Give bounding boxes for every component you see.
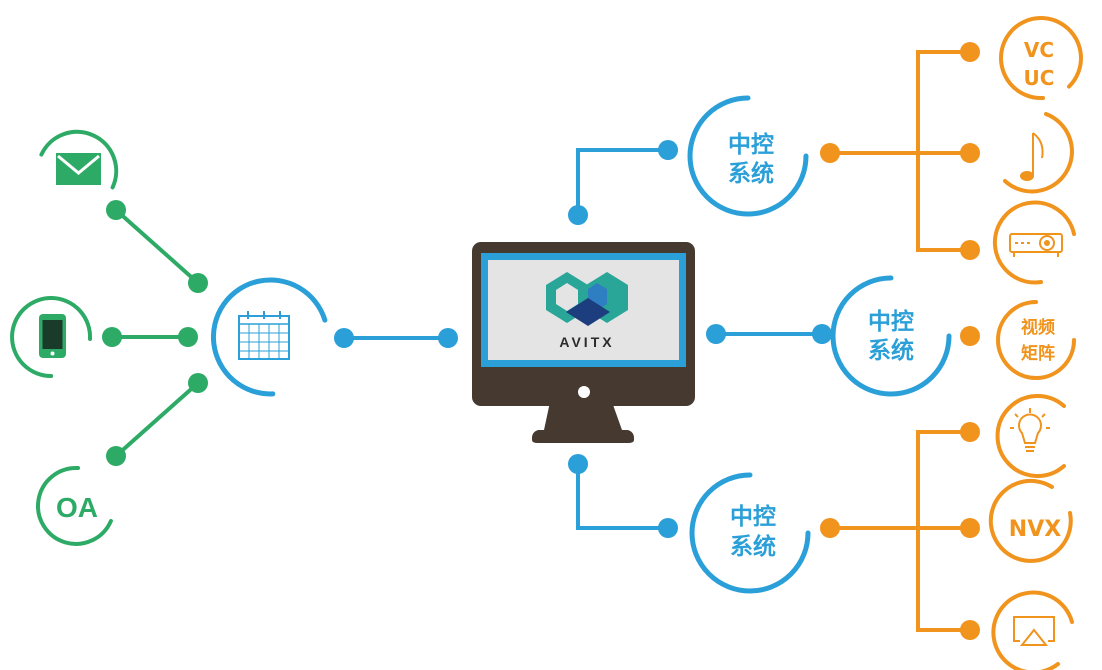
projector-node[interactable] — [992, 200, 1076, 285]
nvx-node[interactable]: NVX — [988, 478, 1073, 563]
vcuc-line1: VC — [1024, 38, 1054, 62]
nvx-label: NVX — [1009, 517, 1061, 542]
controller-top[interactable]: 中控 系统 — [687, 95, 809, 217]
airplay-icon — [1013, 616, 1055, 646]
smartphone-icon — [39, 314, 66, 358]
projector-icon — [1009, 233, 1063, 257]
phone-node[interactable] — [10, 296, 93, 378]
calendar-hub[interactable] — [210, 277, 328, 397]
controller-bottom-line2: 系统 — [730, 533, 776, 560]
controller-top-line2: 系统 — [728, 160, 774, 187]
left-connector-dots — [102, 200, 208, 466]
video-matrix-line1: 视频 — [1021, 317, 1055, 338]
audio-node[interactable] — [1003, 112, 1074, 194]
right-connectors — [830, 50, 970, 632]
controller-middle-line1: 中控 — [868, 308, 914, 335]
vcuc-line2: UC — [1024, 66, 1055, 90]
controller-middle[interactable]: 中控 系统 — [830, 275, 952, 397]
left-connectors — [112, 208, 200, 458]
email-node[interactable] — [39, 129, 119, 190]
avitx-cube-logo — [546, 272, 628, 326]
controller-bottom[interactable]: 中控 系统 — [689, 472, 811, 594]
video-matrix-node[interactable]: 视频 矩阵 — [996, 300, 1076, 380]
oa-label: OA — [56, 492, 98, 523]
envelope-icon — [56, 153, 101, 185]
video-matrix-line2: 矩阵 — [1021, 343, 1055, 364]
brand-name: AVITX — [559, 334, 614, 350]
lightbulb-icon — [1010, 408, 1050, 452]
music-note-icon — [1020, 132, 1044, 181]
controller-bottom-line1: 中控 — [730, 503, 776, 530]
airplay-node[interactable] — [991, 590, 1074, 670]
monitor[interactable]: AVITX — [472, 242, 695, 443]
controller-middle-line2: 系统 — [868, 337, 914, 364]
vcuc-node[interactable]: VC UC — [999, 16, 1083, 101]
calendar-icon — [238, 311, 290, 360]
center-connector-dots — [334, 140, 832, 538]
center-connectors — [344, 148, 822, 530]
power-button — [578, 386, 590, 398]
right-connector-dots — [820, 42, 980, 640]
controller-top-line1: 中控 — [728, 131, 774, 158]
lighting-node[interactable] — [995, 394, 1066, 478]
oa-node[interactable]: OA — [36, 465, 113, 546]
